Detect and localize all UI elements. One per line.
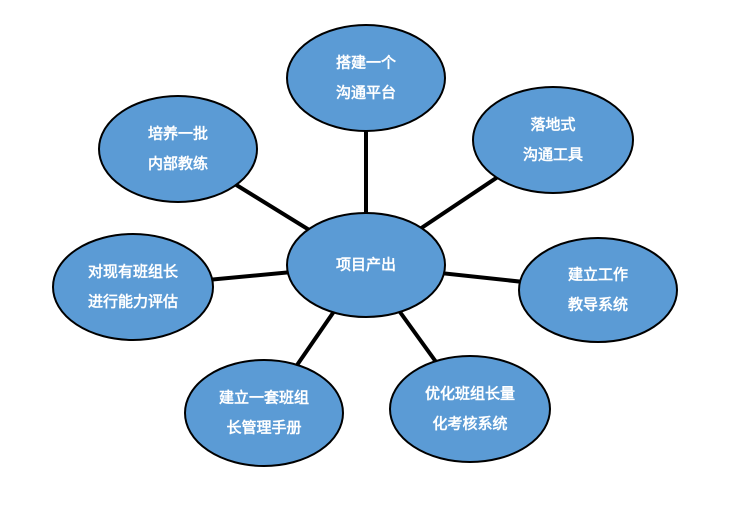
- node-assess-label-line-2: 进行能力评估: [88, 293, 178, 311]
- node-assess-label-line-1: 对现有班组长: [88, 263, 179, 281]
- node-ellipse-manual: [184, 359, 344, 467]
- node-system-label-line-2: 教导系统: [567, 296, 628, 314]
- center-label-line-1: 项目产出: [336, 256, 396, 274]
- node-ellipse-coaches: [98, 95, 258, 203]
- node-coaches-label-line-1: 培养一批: [148, 125, 208, 143]
- center-node: 项目产出: [286, 212, 446, 318]
- node-ellipse-metrics: [389, 355, 551, 463]
- node-platform-label-line-1: 搭建一个: [336, 54, 397, 72]
- node-coaches-label-line-2: 内部教练: [148, 155, 208, 173]
- node-ellipse-platform: [286, 24, 446, 132]
- node-ellipse-system: [518, 237, 678, 343]
- node-system-label-line-1: 建立工作: [568, 266, 628, 284]
- center-ellipse: [286, 212, 446, 318]
- node-ellipse-tools: [472, 86, 634, 194]
- node-tools-label-line-1: 落地式: [530, 116, 575, 134]
- node-group: 搭建一个沟通平台落地式沟通工具建立工作教导系统优化班组长量化考核系统建立一套班组…: [52, 24, 678, 467]
- node-platform-label-line-2: 沟通平台: [336, 84, 396, 102]
- node-ellipse-assess: [52, 233, 214, 341]
- node-manual-label-line-2: 长管理手册: [226, 419, 301, 437]
- node-manual-label-line-1: 建立一套班组: [219, 389, 309, 407]
- node-metrics-label-line-1: 优化班组长量: [425, 385, 515, 403]
- node-tools-label-line-2: 沟通工具: [523, 146, 583, 164]
- node-metrics-label-line-2: 化考核系统: [432, 415, 507, 433]
